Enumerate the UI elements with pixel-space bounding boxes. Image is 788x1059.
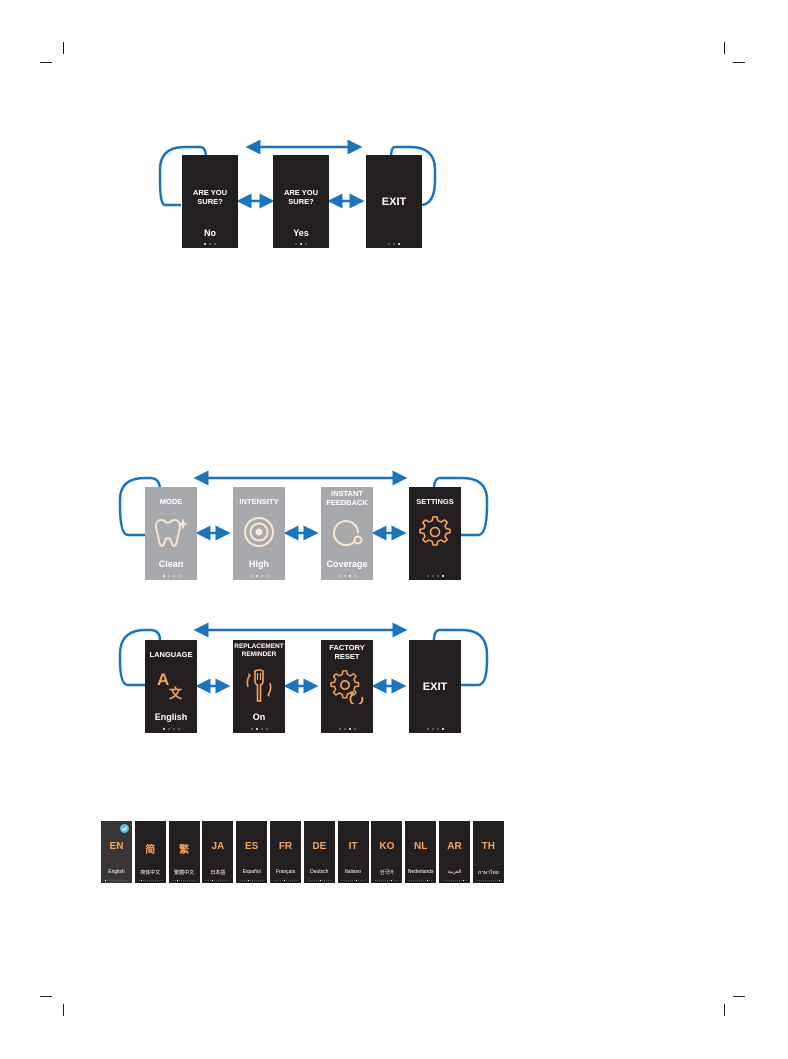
screen-title: EXIT (366, 196, 422, 208)
language-tile: AR العربية (439, 821, 470, 883)
page-dots (101, 880, 132, 881)
language-code: NL (405, 841, 436, 852)
language-name: Español (236, 869, 267, 875)
feedback-circle-icon (330, 515, 364, 549)
screen-title: INTENSITY (233, 497, 285, 506)
language-code: KO (371, 841, 402, 852)
language-code: IT (338, 841, 369, 852)
language-tile: ES Español (236, 821, 267, 883)
page-dots (439, 880, 470, 881)
confirm-screen-exit: EXIT (366, 155, 422, 248)
language-name: العربية (439, 869, 470, 875)
language-name: 日本語 (202, 869, 233, 876)
svg-text:文: 文 (169, 686, 183, 701)
language-screen: LANGUAGE A 文 English (145, 640, 197, 733)
page-dots (135, 880, 166, 881)
gear-icon (419, 516, 451, 548)
screen-label: On (233, 712, 285, 722)
language-code: EN (101, 841, 132, 852)
page-dots (182, 243, 238, 245)
svg-text:A: A (157, 670, 169, 689)
confirm-screen-no: ARE YOU SURE? No (182, 155, 238, 248)
language-name: ภาษาไทย (473, 869, 504, 877)
intensity-target-icon (242, 515, 276, 549)
language-tile: JA 日本語 (202, 821, 233, 883)
page-dots (145, 728, 197, 730)
language-tile: 繁繁體中文 (169, 821, 200, 883)
page-dots (405, 880, 436, 881)
page-dots (321, 728, 373, 730)
language-code: AR (439, 841, 470, 852)
brush-head-icon (241, 667, 277, 703)
page-dots (169, 880, 200, 881)
language-name: Deutsch (304, 869, 335, 875)
language-code: TH (473, 841, 504, 852)
language-code: DE (304, 841, 335, 852)
language-name: 简体中文 (135, 869, 166, 876)
screen-title: INSTANT FEEDBACK (321, 489, 373, 507)
page-dots (473, 880, 504, 881)
screen-label: Clean (145, 559, 197, 569)
page-dots (371, 880, 402, 881)
screen-title: FACTORY RESET (321, 643, 373, 661)
language-code: 繁 (169, 841, 200, 856)
screen-title: ARE YOU SURE? (182, 188, 238, 206)
intensity-screen: INTENSITY High (233, 487, 285, 580)
page-dots (145, 575, 197, 577)
page-dots (321, 575, 373, 577)
page-dots (233, 575, 285, 577)
screen-label: High (233, 559, 285, 569)
check-icon (120, 824, 129, 833)
factory-reset-screen: FACTORY RESET (321, 640, 373, 733)
language-tile: 简简体中文 (135, 821, 166, 883)
page-dots (366, 243, 422, 245)
settings-screen: SETTINGS (409, 487, 461, 580)
language-name: English (101, 869, 132, 875)
confirm-screen-yes: ARE YOU SURE? Yes (273, 155, 329, 248)
language-tile: FR Français (270, 821, 301, 883)
language-tile: KO 한국어 (371, 821, 402, 883)
screen-title: REPLACEMENT REMINDER (233, 643, 285, 659)
screen-label: No (182, 228, 238, 238)
page-dots (270, 880, 301, 881)
page-dots (233, 728, 285, 730)
instant-feedback-screen: INSTANT FEEDBACK Coverage (321, 487, 373, 580)
exit-screen: EXIT (409, 640, 461, 733)
language-tile: IT Italiano (338, 821, 369, 883)
screen-title: ARE YOU SURE? (273, 188, 329, 206)
replacement-reminder-screen: REPLACEMENT REMINDER On (233, 640, 285, 733)
language-icon: A 文 (154, 667, 188, 701)
page-dots (236, 880, 267, 881)
page-dots (409, 575, 461, 577)
page-dots (273, 243, 329, 245)
language-name: Italiano (338, 869, 369, 875)
screen-title: LANGUAGE (145, 650, 197, 659)
language-tile: EN English (101, 821, 132, 883)
mode-screen: MODE Clean (145, 487, 197, 580)
page-dots (409, 728, 461, 730)
language-code: JA (202, 841, 233, 852)
language-code: FR (270, 841, 301, 852)
language-name: Nederlands (405, 869, 436, 875)
language-tile: TH ภาษาไทย (473, 821, 504, 883)
language-name: 繁體中文 (169, 869, 200, 876)
page-dots (202, 880, 233, 881)
language-code: ES (236, 841, 267, 852)
screen-label: English (145, 712, 197, 722)
screen-title: EXIT (409, 681, 461, 693)
language-tile: NL Nederlands (405, 821, 436, 883)
gear-reset-icon (330, 670, 364, 704)
language-tile: DE Deutsch (304, 821, 335, 883)
language-name: Français (270, 869, 301, 875)
screen-label: Yes (273, 228, 329, 238)
page-dots (338, 880, 369, 881)
page-dots (304, 880, 335, 881)
language-name: 한국어 (371, 869, 402, 876)
tooth-sparkle-icon (153, 516, 189, 550)
screen-title: SETTINGS (409, 497, 461, 506)
screen-label: Coverage (321, 559, 373, 569)
language-code: 简 (135, 841, 166, 856)
screen-title: MODE (145, 497, 197, 506)
